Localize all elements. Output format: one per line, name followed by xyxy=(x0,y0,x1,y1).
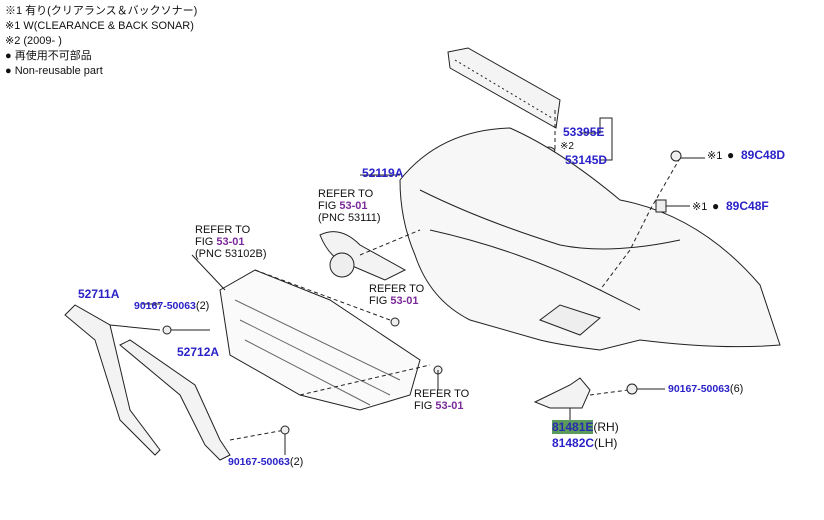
reference-note: REFER TO FIG 53-01 xyxy=(414,388,469,412)
radiator-grille xyxy=(219,269,421,411)
ref-text: REFER TO xyxy=(369,283,425,295)
part-link-52119A[interactable]: 52119A xyxy=(362,166,404,180)
part-link-52712A[interactable]: 52712A xyxy=(177,345,220,359)
legend-item: ● 再使用不可部品 xyxy=(5,50,92,62)
fig-link[interactable]: 53-01 xyxy=(390,295,419,307)
grille-emblem-bracket xyxy=(319,231,407,281)
fig-link[interactable]: 53-01 xyxy=(435,400,464,412)
clip-right xyxy=(626,383,638,395)
clip-left-bottom xyxy=(280,425,290,435)
fig-link[interactable]: 53-01 xyxy=(216,236,245,248)
part-link-52711A[interactable]: 52711A xyxy=(78,287,120,301)
front-bumper-cover-52119A xyxy=(399,127,781,351)
grille-moulding-52711A xyxy=(64,304,161,456)
part-link-89C48F[interactable]: 89C48F xyxy=(726,199,769,213)
non-reusable-dot-icon: ● xyxy=(727,148,735,162)
grille-moulding-52712A xyxy=(119,339,231,461)
part-link-53145D[interactable]: 53145D xyxy=(565,153,608,167)
nut-89C48D xyxy=(670,150,682,162)
legend-item: ● Non-reusable part xyxy=(5,65,103,77)
quantity: (2) xyxy=(289,456,304,468)
part-link-81481E[interactable]: 81481E xyxy=(552,420,594,434)
fog-lamp-cover-81481E xyxy=(533,377,591,409)
nut-89C48F xyxy=(655,199,667,213)
ref-text: FIG xyxy=(414,400,433,412)
ref-text: FIG xyxy=(318,200,337,212)
clip-center xyxy=(390,317,400,327)
side: (RH) xyxy=(593,420,619,434)
note-1-marker: ※1 xyxy=(707,150,723,162)
clip-left-top xyxy=(162,325,172,335)
part-label-81482C: 81482C(LH) xyxy=(552,436,617,450)
side: (LH) xyxy=(594,436,618,450)
note-1-marker: ※1 xyxy=(692,201,708,213)
part-label-81481E: 81481E(RH) xyxy=(552,420,619,434)
bumper-retainer-53395E xyxy=(447,47,561,129)
part-link-90167-50063[interactable]: 90167-50063 xyxy=(228,456,290,468)
ref-pnc: (PNC 53102B) xyxy=(195,248,267,260)
quantity: (2) xyxy=(195,300,210,312)
part-link-53395E[interactable]: 53395E xyxy=(563,125,605,139)
part-link-81482C[interactable]: 81482C xyxy=(552,436,595,450)
reference-note: REFER TO FIG 53-01 (PNC 53111) xyxy=(318,188,381,224)
ref-pnc: (PNC 53111) xyxy=(318,212,381,224)
clip-label: 90167-50063(6) xyxy=(668,383,743,395)
legend-item: ※1 W(CLEARANCE & BACK SONAR) xyxy=(5,20,194,32)
fig-link[interactable]: 53-01 xyxy=(339,200,368,212)
note-2-marker: ※2 xyxy=(560,141,574,152)
clip-label: 90167-50063(2) xyxy=(228,456,303,468)
reference-note: REFER TO FIG 53-01 xyxy=(369,283,424,307)
legend: ※1 有り(クリアランス＆バックソナー) ※1 W(CLEARANCE & BA… xyxy=(5,4,197,79)
ref-text: FIG xyxy=(369,295,388,307)
ref-text: FIG xyxy=(195,236,214,248)
legend-item: ※2 (2009- ) xyxy=(5,35,62,47)
non-reusable-dot-icon: ● xyxy=(712,199,720,213)
ref-text: REFER TO xyxy=(414,388,470,400)
quantity: (6) xyxy=(729,383,744,395)
ref-text: REFER TO xyxy=(195,224,251,236)
reference-note: REFER TO FIG 53-01 (PNC 53102B) xyxy=(195,224,267,260)
part-link-89C48D[interactable]: 89C48D xyxy=(741,148,786,162)
ref-text: REFER TO xyxy=(318,188,374,200)
legend-item: ※1 有り(クリアランス＆バックソナー) xyxy=(5,5,198,17)
part-link-90167-50063[interactable]: 90167-50063 xyxy=(134,300,196,312)
clip-label: 90167-50063(2) xyxy=(134,300,209,312)
part-link-90167-50063[interactable]: 90167-50063 xyxy=(668,383,730,395)
